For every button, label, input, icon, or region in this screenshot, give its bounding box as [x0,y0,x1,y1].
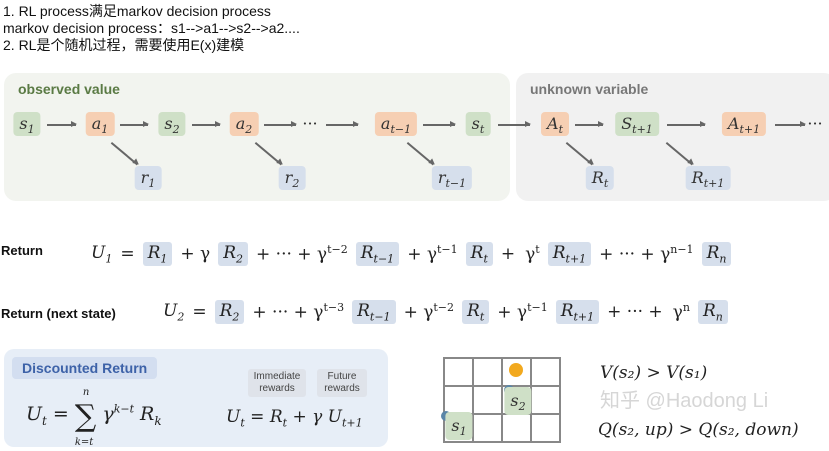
reward-term: R1 [142,242,173,267]
reward-term: Rt+1 [555,300,600,325]
equation-token: = [120,244,135,265]
observed-title: observed value [18,81,120,97]
value-inequality: V(s₂) > V(s₁) [600,363,708,383]
discounted-return-title: Discounted Return [12,357,158,379]
reward-term: Rt [465,242,493,267]
note-line: markov decision process：s1-->a1-->s2-->a… [3,20,300,36]
equation-token: = [192,302,207,323]
observed-panel: observed value [4,73,510,201]
node: at−1 [374,112,418,136]
equation-token: + γt−1 [407,243,458,266]
node: s2 [158,112,186,136]
note-line: 1. RL process满足markov decision process [3,3,271,19]
equation-token: + ··· + γn−1 [599,243,694,266]
equation-token: + γ [180,244,211,265]
notes: 1. RL process满足markov decision process m… [3,3,300,54]
equation-token: + γt−1 [497,301,548,324]
node: s1 [13,112,41,136]
state-s2: s2 [504,387,532,415]
arrow [667,121,706,127]
arrow [326,121,359,127]
q-inequality: Q(s₂, up) > Q(s₂, down) [598,420,799,440]
equation-token: + [500,244,516,265]
unknown-panel: unknown variable [516,73,829,201]
node: At [541,112,569,136]
node: ··· [807,114,823,133]
return-next-equation: U2 = R2 + ··· + γt−3 Rt−1 + γt−2 Rt + γt−1 Rt+1 +… [160,300,731,325]
reward-term: R2 [214,300,245,325]
reward-term: Rn [697,300,728,325]
immediate-rewards-tag: Immediate rewards [248,369,306,397]
reward-term: Rt−1 [352,300,396,325]
equation-token: + γt−2 [403,301,455,324]
node: a1 [85,112,115,136]
return-next-label: Return (next state) [1,306,116,321]
arrow [775,121,806,127]
equation-token: U2 [163,301,185,324]
reward-node: r2 [278,166,306,190]
future-rewards-tag: Future rewards [317,369,367,397]
arrow [120,121,149,127]
arrow [47,121,77,127]
reward-node: rt−1 [431,166,473,190]
unknown-title: unknown variable [530,81,649,97]
reward-term: Rt−1 [355,242,400,267]
reward-term: Rt+1 [547,242,592,267]
reward-node: r1 [134,166,162,190]
reward-node: Rt+1 [685,166,731,190]
equation-token: γn [672,301,690,324]
arrow [192,121,221,127]
reward-term: Rt [462,300,490,325]
arrow [423,121,456,127]
coin-icon [509,363,523,377]
return-equation: U1 = R1 + γ R2 + ··· + γt−2 Rt−1 + γt−1 Rt + γt Rt+… [88,242,734,267]
equation-token: + ··· + γt−2 [256,243,348,266]
node: st [465,112,491,136]
node: St+1 [615,112,659,136]
sum-formula: Ut = n ∑ k=t γk−t Rk [26,387,162,448]
note-line: 2. RL是个随机过程，需要使用E(x)建模 [3,37,245,53]
node: a2 [229,112,259,136]
equation-token: + ··· + γt−3 [252,301,345,324]
recursive-formula: Ut = Rt + γ Ut+1 [226,407,363,430]
arrow [575,121,604,127]
equation-token: + ··· + [607,302,663,323]
arrow [498,121,531,127]
equation-token: γt [525,243,540,266]
discounted-return-panel: Discounted Return Immediate rewards Futu… [4,349,388,448]
reward-term: Rn [701,242,732,267]
node: ··· [302,114,318,133]
arrow [264,121,297,127]
equation-token: U1 [91,243,113,266]
state-s1: s1 [445,412,473,440]
node: At+1 [721,112,767,136]
reward-term: R2 [218,242,249,267]
watermark: 知乎 @Haodong Li [600,390,769,412]
reward-node: Rt [585,166,615,190]
return-label: Return [1,243,43,258]
